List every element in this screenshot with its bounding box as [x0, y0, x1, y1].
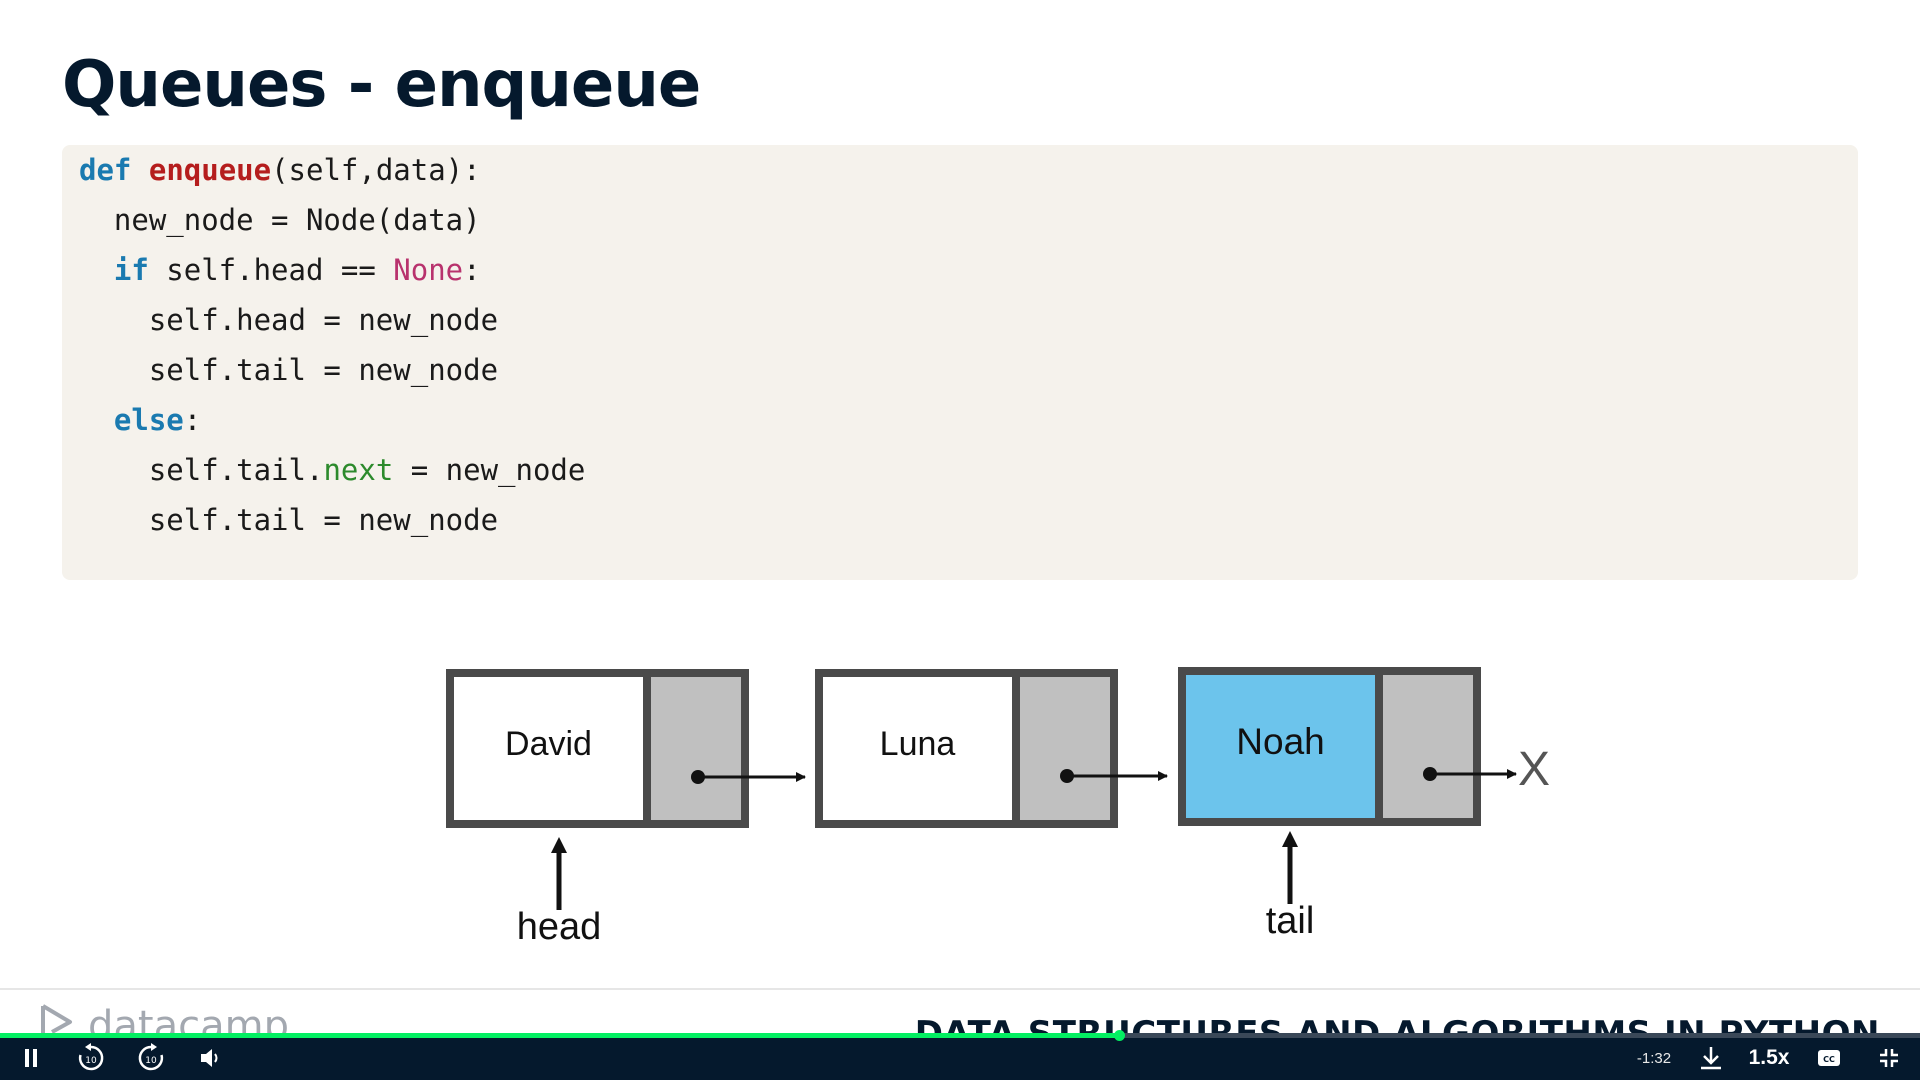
time-remaining-text: -1:32: [1636, 1049, 1672, 1067]
video-player-bar: [0, 1036, 1920, 1080]
progress-bar[interactable]: [0, 1030, 1920, 1041]
captions-icon: CC: [1818, 1050, 1840, 1066]
code-keyword: def: [79, 153, 132, 187]
head-label: head: [516, 906, 602, 948]
code-text: self.head ==: [148, 253, 394, 287]
slide-title: Queues - enqueue: [62, 48, 701, 122]
pointer-cell: [1020, 677, 1110, 820]
node-label-noah: Noah: [1236, 721, 1325, 762]
pause-icon: [25, 1049, 37, 1067]
playback-speed-button[interactable]: 1.5x: [1742, 1036, 1796, 1080]
code-keyword: else: [113, 403, 184, 437]
code-line-6: else:: [79, 395, 201, 445]
code-line-8: self.tail = new_node: [79, 503, 499, 537]
svg-text:CC: CC: [1823, 1055, 1835, 1064]
code-line-3: if self.head == None:: [79, 245, 481, 295]
node-label-luna: Luna: [879, 725, 956, 763]
node-david: [446, 669, 806, 828]
svg-text:10: 10: [145, 1056, 157, 1066]
end-marker: X: [1517, 743, 1550, 796]
code-text: :: [463, 253, 481, 287]
code-text: :: [183, 403, 202, 437]
logo-text: datacamp: [88, 1003, 289, 1038]
datacamp-logo: datacamp: [40, 1002, 289, 1038]
volume-button[interactable]: [194, 1036, 228, 1080]
pause-button[interactable]: [14, 1036, 48, 1080]
code-block: def enqueue(self,data): new_node = Node(…: [62, 145, 1858, 580]
node-luna: [815, 669, 1168, 828]
forward-10-button[interactable]: 10: [132, 1036, 170, 1080]
pointer-cell: [651, 677, 741, 820]
exit-fullscreen-icon: [1880, 1049, 1898, 1067]
rewind-10-icon: 10: [78, 1043, 104, 1071]
code-text: self.tail.: [79, 453, 324, 487]
code-line-5: self.tail = new_node: [79, 353, 499, 387]
svg-text:10: 10: [85, 1056, 97, 1066]
code-line-1: def enqueue(self,data):: [79, 145, 481, 195]
node-label-david: David: [505, 725, 592, 763]
rewind-10-button[interactable]: 10: [72, 1036, 110, 1080]
tail-label: tail: [1265, 900, 1315, 942]
code-line-2: new_node = Node(data): [79, 203, 481, 237]
node-noah: [1178, 667, 1517, 826]
linked-list-diagram: [446, 667, 1517, 910]
volume-icon: [201, 1049, 218, 1067]
code-attribute: next: [323, 453, 394, 487]
exit-fullscreen-button[interactable]: [1872, 1036, 1906, 1080]
code-function-name: enqueue: [148, 153, 272, 187]
progress-scrubber[interactable]: [1114, 1030, 1126, 1041]
progress-fill: [0, 1033, 1120, 1038]
time-remaining: -1:32: [1628, 1036, 1680, 1080]
playback-speed-text: 1.5x: [1748, 1046, 1790, 1069]
code-text: (self,data):: [271, 153, 481, 187]
code-keyword: if: [113, 253, 149, 287]
download-icon: [1701, 1047, 1721, 1070]
code-text: = new_node: [393, 453, 586, 487]
forward-10-icon: 10: [138, 1043, 164, 1071]
pointer-cell: [1383, 675, 1473, 818]
captions-button[interactable]: CC: [1812, 1036, 1846, 1080]
code-none-literal: None: [393, 253, 464, 287]
code-line-7: self.tail.next = new_node: [79, 445, 586, 495]
footer-divider: [0, 988, 1920, 990]
code-line-4: self.head = new_node: [79, 303, 499, 337]
download-button[interactable]: [1694, 1036, 1728, 1080]
